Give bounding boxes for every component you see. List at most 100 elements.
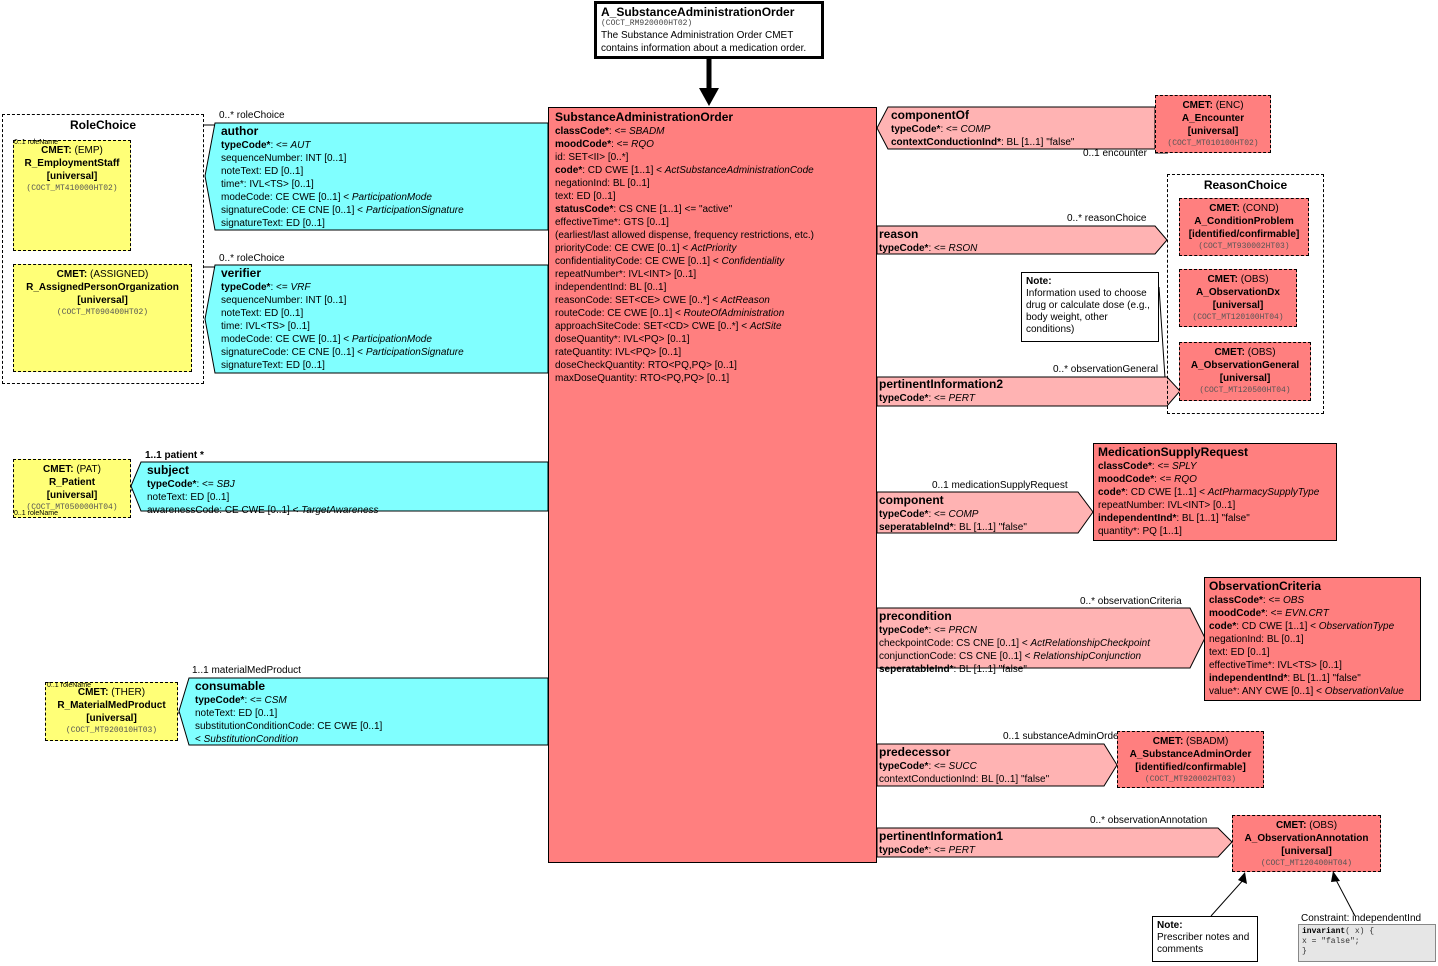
- entry-code: (COCT_RM920000HT02): [601, 19, 693, 28]
- attribute-row: typeCode*: <= COMP: [891, 124, 991, 135]
- patient-rolename-label: 0..1 roleName: [14, 510, 58, 517]
- attribute-row: text: ED [0..1]: [555, 191, 616, 202]
- subject-shape: [130, 461, 549, 512]
- cmet-substance-admin-order: CMET: (SBADM) A_SubstanceAdminOrder [ide…: [1117, 731, 1264, 788]
- attribute-row: time*: IVL<TS> [0..1]: [221, 179, 314, 190]
- attribute-row: independentInd: BL [0..1]: [555, 282, 667, 293]
- medication-supply-request-box: MedicationSupplyRequest classCode*: <= S…: [1093, 443, 1337, 541]
- attribute-row: signatureText: ED [0..1]: [221, 218, 325, 229]
- reason-attributes: typeCode*: <= RSON: [879, 242, 1149, 255]
- attribute-row: repeatNumber*: IVL<INT> [0..1]: [555, 269, 697, 280]
- cmet-patient: CMET: (PAT) R_Patient [universal] (COCT_…: [13, 459, 131, 518]
- attribute-row: typeCode*: <= RSON: [879, 243, 978, 254]
- emp-rolename-label: 0..1 roleName: [14, 139, 58, 146]
- attribute-row: signatureCode: CE CNE [0..1] < Participa…: [221, 205, 464, 216]
- precondition-cardinality: 0..* observationCriteria: [1080, 596, 1182, 607]
- pertinent2-cardinality: 0..* observationGeneral: [1053, 364, 1159, 375]
- attribute-row: typeCode*: <= CSM: [195, 695, 287, 706]
- attribute-row: noteText: ED [0..1]: [147, 492, 230, 503]
- main-class-box: SubstanceAdministrationOrder classCode*:…: [548, 107, 877, 863]
- attribute-row: effectiveTime*: GTS [0..1]: [555, 217, 669, 228]
- attribute-row: moodCode*: <= RQO: [1098, 474, 1197, 485]
- entry-arrow-head: [699, 88, 719, 106]
- attribute-row: code*: CD CWE [1..1] < ActSubstanceAdmin…: [555, 165, 814, 176]
- author-attributes: typeCode*: <= AUT sequenceNumber: INT [0.…: [221, 139, 546, 230]
- precondition-attributes: typeCode*: <= PRCN checkpointCode: CS CNE…: [879, 624, 1189, 676]
- componentof-cardinality: 0..1 encounter: [1083, 148, 1147, 159]
- attribute-row: statusCode*: CS CNE [1..1] <= "active": [555, 204, 733, 215]
- attribute-row: independentInd*: BL [1..1] "false": [1098, 513, 1250, 524]
- attribute-row: classCode*: <= SPLY: [1098, 461, 1197, 472]
- componentof-shape: [876, 106, 1156, 150]
- attribute-row: checkpointCode: CS CNE [0..1] < ActRelat…: [879, 638, 1150, 649]
- attribute-row: signatureText: ED [0..1]: [221, 360, 325, 371]
- consumable-attributes: typeCode*: <= CSM noteText: ED [0..1] subs…: [195, 694, 545, 746]
- attribute-row: typeCode*: <= COMP: [879, 509, 979, 520]
- constraint-arrowhead: [1331, 871, 1340, 882]
- pertinent2-shape: [876, 376, 1181, 407]
- verifier-shape: [204, 264, 549, 374]
- role-choice-title: RoleChoice: [69, 118, 136, 132]
- cmet-observation-annotation: CMET: (OBS) A_ObservationAnnotation [uni…: [1232, 815, 1381, 872]
- attribute-row: typeCode*: <= AUT: [221, 140, 311, 151]
- attribute-row: typeCode*: <= VRF: [221, 282, 311, 293]
- component-shape: [876, 491, 1094, 534]
- attribute-row: (earliest/last allowed dispense, frequen…: [555, 230, 815, 241]
- cmet-assigned-person-org: CMET: (ASSIGNED) R_AssignedPersonOrganiz…: [13, 264, 192, 372]
- attribute-row: reasonCode: SET<CE> CWE [0..*] < ActReas…: [555, 295, 770, 306]
- attribute-row: sequenceNumber: INT [0..1]: [221, 295, 347, 306]
- reason-title: reason: [879, 227, 919, 241]
- verifier-participation: verifier typeCode*: <= VRF sequenceNumber…: [221, 266, 546, 372]
- component-cardinality: 0..1 medicationSupplyRequest: [932, 480, 1068, 491]
- constraint-label: Constraint: independentInd: [1301, 913, 1422, 924]
- component-title: component: [879, 493, 944, 507]
- attribute-row: modeCode: CE CWE [0..1] < ParticipationM…: [221, 192, 432, 203]
- attribute-row: code*: CD CWE [1..1] < ActPharmacySupply…: [1098, 487, 1320, 498]
- pertinent1-shape: [876, 827, 1233, 858]
- attribute-row: routeCode: CE CWE [0..1] < RouteOfAdmini…: [555, 308, 785, 319]
- attribute-row: rateQuantity: IVL<PQ> [0..1]: [555, 347, 682, 358]
- entry-title: A_SubstanceAdministrationOrder: [601, 5, 795, 19]
- attribute-row: sequenceNumber: INT [0..1]: [221, 153, 347, 164]
- attribute-row: classCode*: <= SBADM: [555, 126, 665, 137]
- author-shape: [204, 122, 549, 231]
- constraint-box: invariant( x) { x = "false"; }: [1298, 924, 1436, 962]
- verifier-attributes: typeCode*: <= VRF sequenceNumber: INT [0.…: [221, 281, 546, 372]
- verifier-title: verifier: [221, 266, 262, 280]
- attribute-row: substitutionConditionCode: CE CWE [0..1]: [195, 721, 383, 732]
- attribute-row: seperatableInd*: BL [1..1] "false": [879, 664, 1027, 675]
- predecessor-cardinality: 0..1 substanceAdminOrder: [1003, 731, 1122, 742]
- attribute-row: classCode*: <= OBS: [1209, 595, 1305, 606]
- attribute-row: typeCode*: <= PERT: [879, 393, 975, 404]
- predecessor-shape: [876, 743, 1118, 787]
- attribute-row: text: ED [0..1]: [1209, 647, 1270, 658]
- pertinent1-attributes: typeCode*: <= PERT: [879, 844, 1219, 857]
- attribute-row: signatureCode: CE CNE [0..1] < Participa…: [221, 347, 464, 358]
- supply-request-attributes: classCode*: <= SPLY moodCode*: <= RQO code…: [1098, 460, 1332, 538]
- attribute-row: typeCode*: <= SUCC: [879, 761, 977, 772]
- cmet-observation-general: CMET: (OBS) A_ObservationGeneral [univer…: [1179, 342, 1311, 401]
- supply-request-title: MedicationSupplyRequest: [1098, 445, 1249, 459]
- pertinent1-relationship: pertinentInformation1 typeCode*: <= PERT: [879, 829, 1219, 857]
- attribute-row: moodCode*: <= RQO: [555, 139, 654, 150]
- pertinent2-title: pertinentInformation2: [879, 377, 1004, 391]
- attribute-row: moodCode*: <= EVN.CRT: [1209, 608, 1329, 619]
- attribute-row: typeCode*: <= PERT: [879, 845, 975, 856]
- author-cardinality: 0..* roleChoice: [219, 110, 285, 121]
- reason-shape: [876, 225, 1168, 255]
- attribute-row: modeCode: CE CWE [0..1] < ParticipationM…: [221, 334, 432, 345]
- note-prescriber-arrowhead: [1238, 872, 1247, 884]
- attribute-row: typeCode*: <= SBJ: [147, 479, 235, 490]
- cmet-employment-staff: CMET: (EMP) R_EmploymentStaff [universal…: [13, 140, 131, 251]
- attribute-row: typeCode*: <= PRCN: [879, 625, 977, 636]
- attribute-row: noteText: ED [0..1]: [195, 708, 278, 719]
- attribute-row: approachSiteCode: SET<CD> CWE [0..*] < A…: [555, 321, 782, 332]
